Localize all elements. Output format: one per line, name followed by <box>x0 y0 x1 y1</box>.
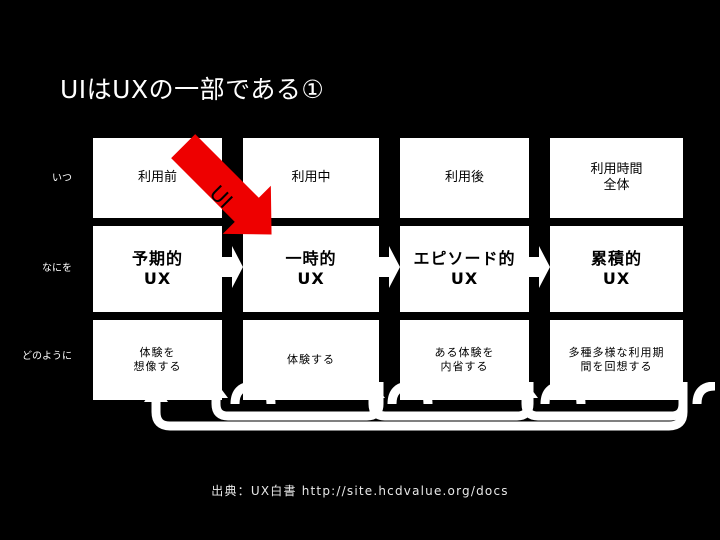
ui-annotation-arrow-icon: UI <box>160 128 295 253</box>
page-title: UIはUXの一部である① <box>60 75 325 104</box>
flow-arrow-right-icon <box>378 243 400 291</box>
cell-when-overall-use: 利用時間全体 <box>550 138 683 218</box>
cell-when-after-use: 利用後 <box>400 138 529 218</box>
source-citation: 出典：UX白書 http://site.hcdvalue.org/docs <box>211 484 509 498</box>
row-label-what: なにを <box>42 263 72 274</box>
flow-arrow-right-icon <box>221 243 243 291</box>
feedback-loop-arrows <box>0 382 720 452</box>
row-label-how: どのように <box>22 351 72 362</box>
row-label-when: いつ <box>52 173 72 184</box>
flow-arrow-right-icon <box>528 243 550 291</box>
